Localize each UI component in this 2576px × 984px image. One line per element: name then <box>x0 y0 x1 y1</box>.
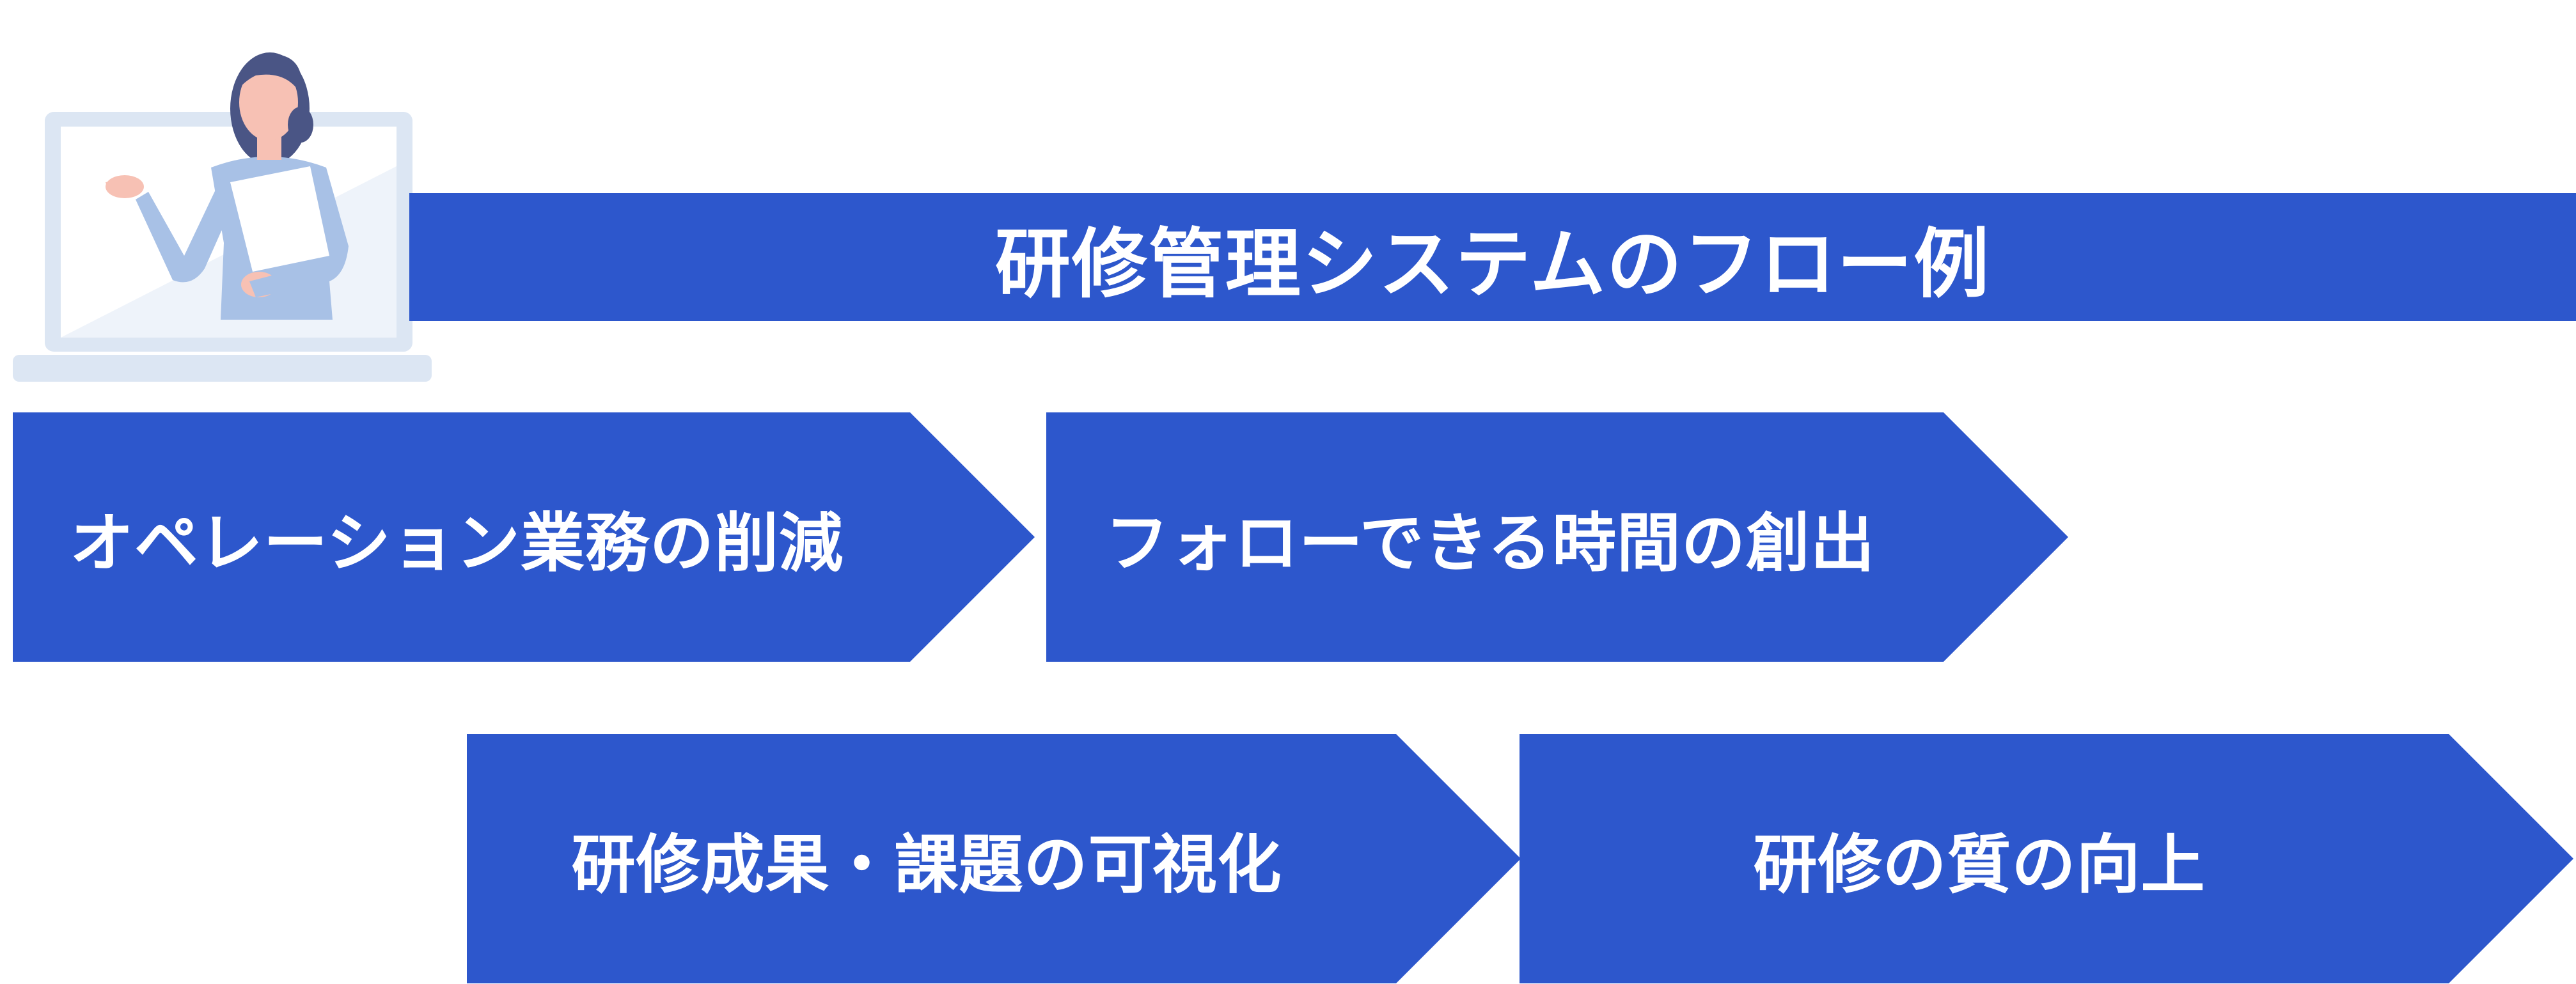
flow-step-label: 研修成果・課題の可視化 <box>571 827 1282 902</box>
chevron-arrow-shape <box>467 734 1521 983</box>
flow-step-quality-improvement: 研修の質の向上 <box>1520 734 2573 983</box>
flow-step-label: オペレーション業務の削減 <box>70 505 844 581</box>
flow-step-follow-time: フォローできる時間の創出 <box>1046 412 2068 662</box>
flow-step-operation-reduction: オペレーション業務の削減 <box>13 412 1035 662</box>
chevron-arrow-shape <box>1520 734 2573 983</box>
laptop-base <box>13 355 432 382</box>
flow-step-label: フォローできる時間の創出 <box>1105 505 1875 581</box>
title-banner: 研修管理システムのフロー例 <box>409 193 2576 321</box>
chevron-arrow-shape <box>1046 412 2068 662</box>
presenter-laptop-illustration <box>0 0 448 390</box>
chevron-arrow-shape <box>13 412 1035 662</box>
flow-step-label: 研修の質の向上 <box>1753 827 2206 902</box>
page-title: 研修管理システムのフロー例 <box>994 219 1991 308</box>
flow-step-visualization: 研修成果・課題の可視化 <box>467 734 1521 983</box>
